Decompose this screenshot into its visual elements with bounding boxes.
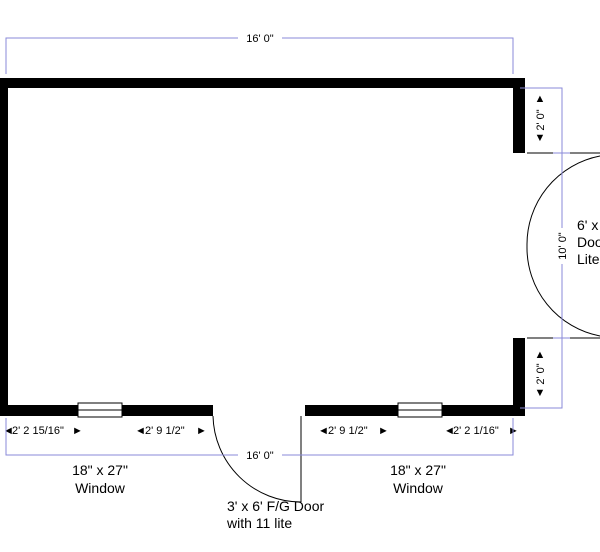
bottom-seg1-label: 2' 2 15/16": [12, 425, 64, 437]
front-door: [212, 415, 302, 503]
window-right-label-type: Window: [393, 480, 444, 496]
wall-top: [0, 78, 525, 88]
arrow-up-icon: ▲: [535, 349, 546, 361]
front-door-label-line1: 3' x 6' F/G Door: [227, 498, 324, 514]
window-right-label-size: 18" x 27": [390, 462, 446, 478]
side-door-label-line1: 6' x: [577, 217, 598, 233]
bottom-dimension-bg: [238, 448, 282, 462]
window-right-label: 18" x 27" Window: [390, 462, 446, 496]
top-dimension-label: 16' 0": [246, 33, 274, 45]
window-left: [77, 402, 123, 418]
side-door-label-line2: Doo: [577, 234, 600, 250]
bottom-segment-dimensions: ◄ 2' 2 15/16" ► ◄ 2' 9 1/2" ► ◄ 2' 9 1/2…: [3, 425, 519, 437]
window-left-label-size: 18" x 27": [72, 462, 128, 478]
arrow-left-icon: ◄: [444, 425, 455, 437]
arrow-left-icon: ◄: [135, 425, 146, 437]
right-bottom-dim: ▲ 2' 0" ▼: [535, 349, 547, 399]
arrow-down-icon: ▼: [535, 132, 546, 144]
arrow-up-icon: ▲: [535, 93, 546, 105]
side-door-arc-top: [526, 155, 600, 247]
bottom-seg4-label: 2' 2 1/16": [453, 425, 499, 437]
right-opening-dim: 10' 0": [556, 228, 569, 264]
arrow-down-icon: ▼: [535, 387, 546, 399]
top-dimension: 16' 0": [5, 31, 514, 74]
front-door-label-line2: with 11 lite: [226, 515, 292, 531]
side-door-label-line3: Lite: [577, 251, 600, 267]
side-door-label: 6' x Doo Lite: [577, 217, 600, 267]
bottom-seg2-label: 2' 9 1/2": [145, 425, 185, 437]
side-door-arc-bottom: [526, 245, 600, 337]
arrow-left-icon: ◄: [3, 425, 14, 437]
right-dimension: ▲ 2' 0" ▼ 10' 0" ▲ 2' 0" ▼: [520, 87, 570, 409]
top-dimension-bg: [238, 31, 282, 45]
arrow-right-icon: ►: [196, 425, 207, 437]
bottom-dimension: 16' 0": [5, 418, 514, 462]
front-door-swing-arc: [212, 415, 302, 503]
arrow-right-icon: ►: [72, 425, 83, 437]
window-left-label: 18" x 27" Window: [72, 462, 128, 496]
arrow-left-icon: ◄: [318, 425, 329, 437]
right-bottom-dimension-label: 2' 0": [535, 363, 547, 384]
walls: [0, 78, 525, 416]
wall-right-upper: [513, 78, 525, 153]
right-top-dim: ▲ 2' 0" ▼: [535, 93, 547, 144]
arrow-right-icon: ►: [378, 425, 389, 437]
wall-right-lower: [513, 338, 525, 416]
window-left-label-type: Window: [75, 480, 126, 496]
window-right: [397, 402, 443, 418]
wall-left: [0, 78, 8, 416]
bottom-dimension-label: 16' 0": [246, 450, 274, 462]
right-opening-dimension-label: 10' 0": [557, 232, 569, 260]
bottom-seg3-label: 2' 9 1/2": [328, 425, 368, 437]
front-door-label: 3' x 6' F/G Door with 11 lite: [226, 498, 324, 531]
right-opening-label-bg: [556, 228, 568, 264]
right-top-dimension-label: 2' 0": [535, 109, 547, 130]
